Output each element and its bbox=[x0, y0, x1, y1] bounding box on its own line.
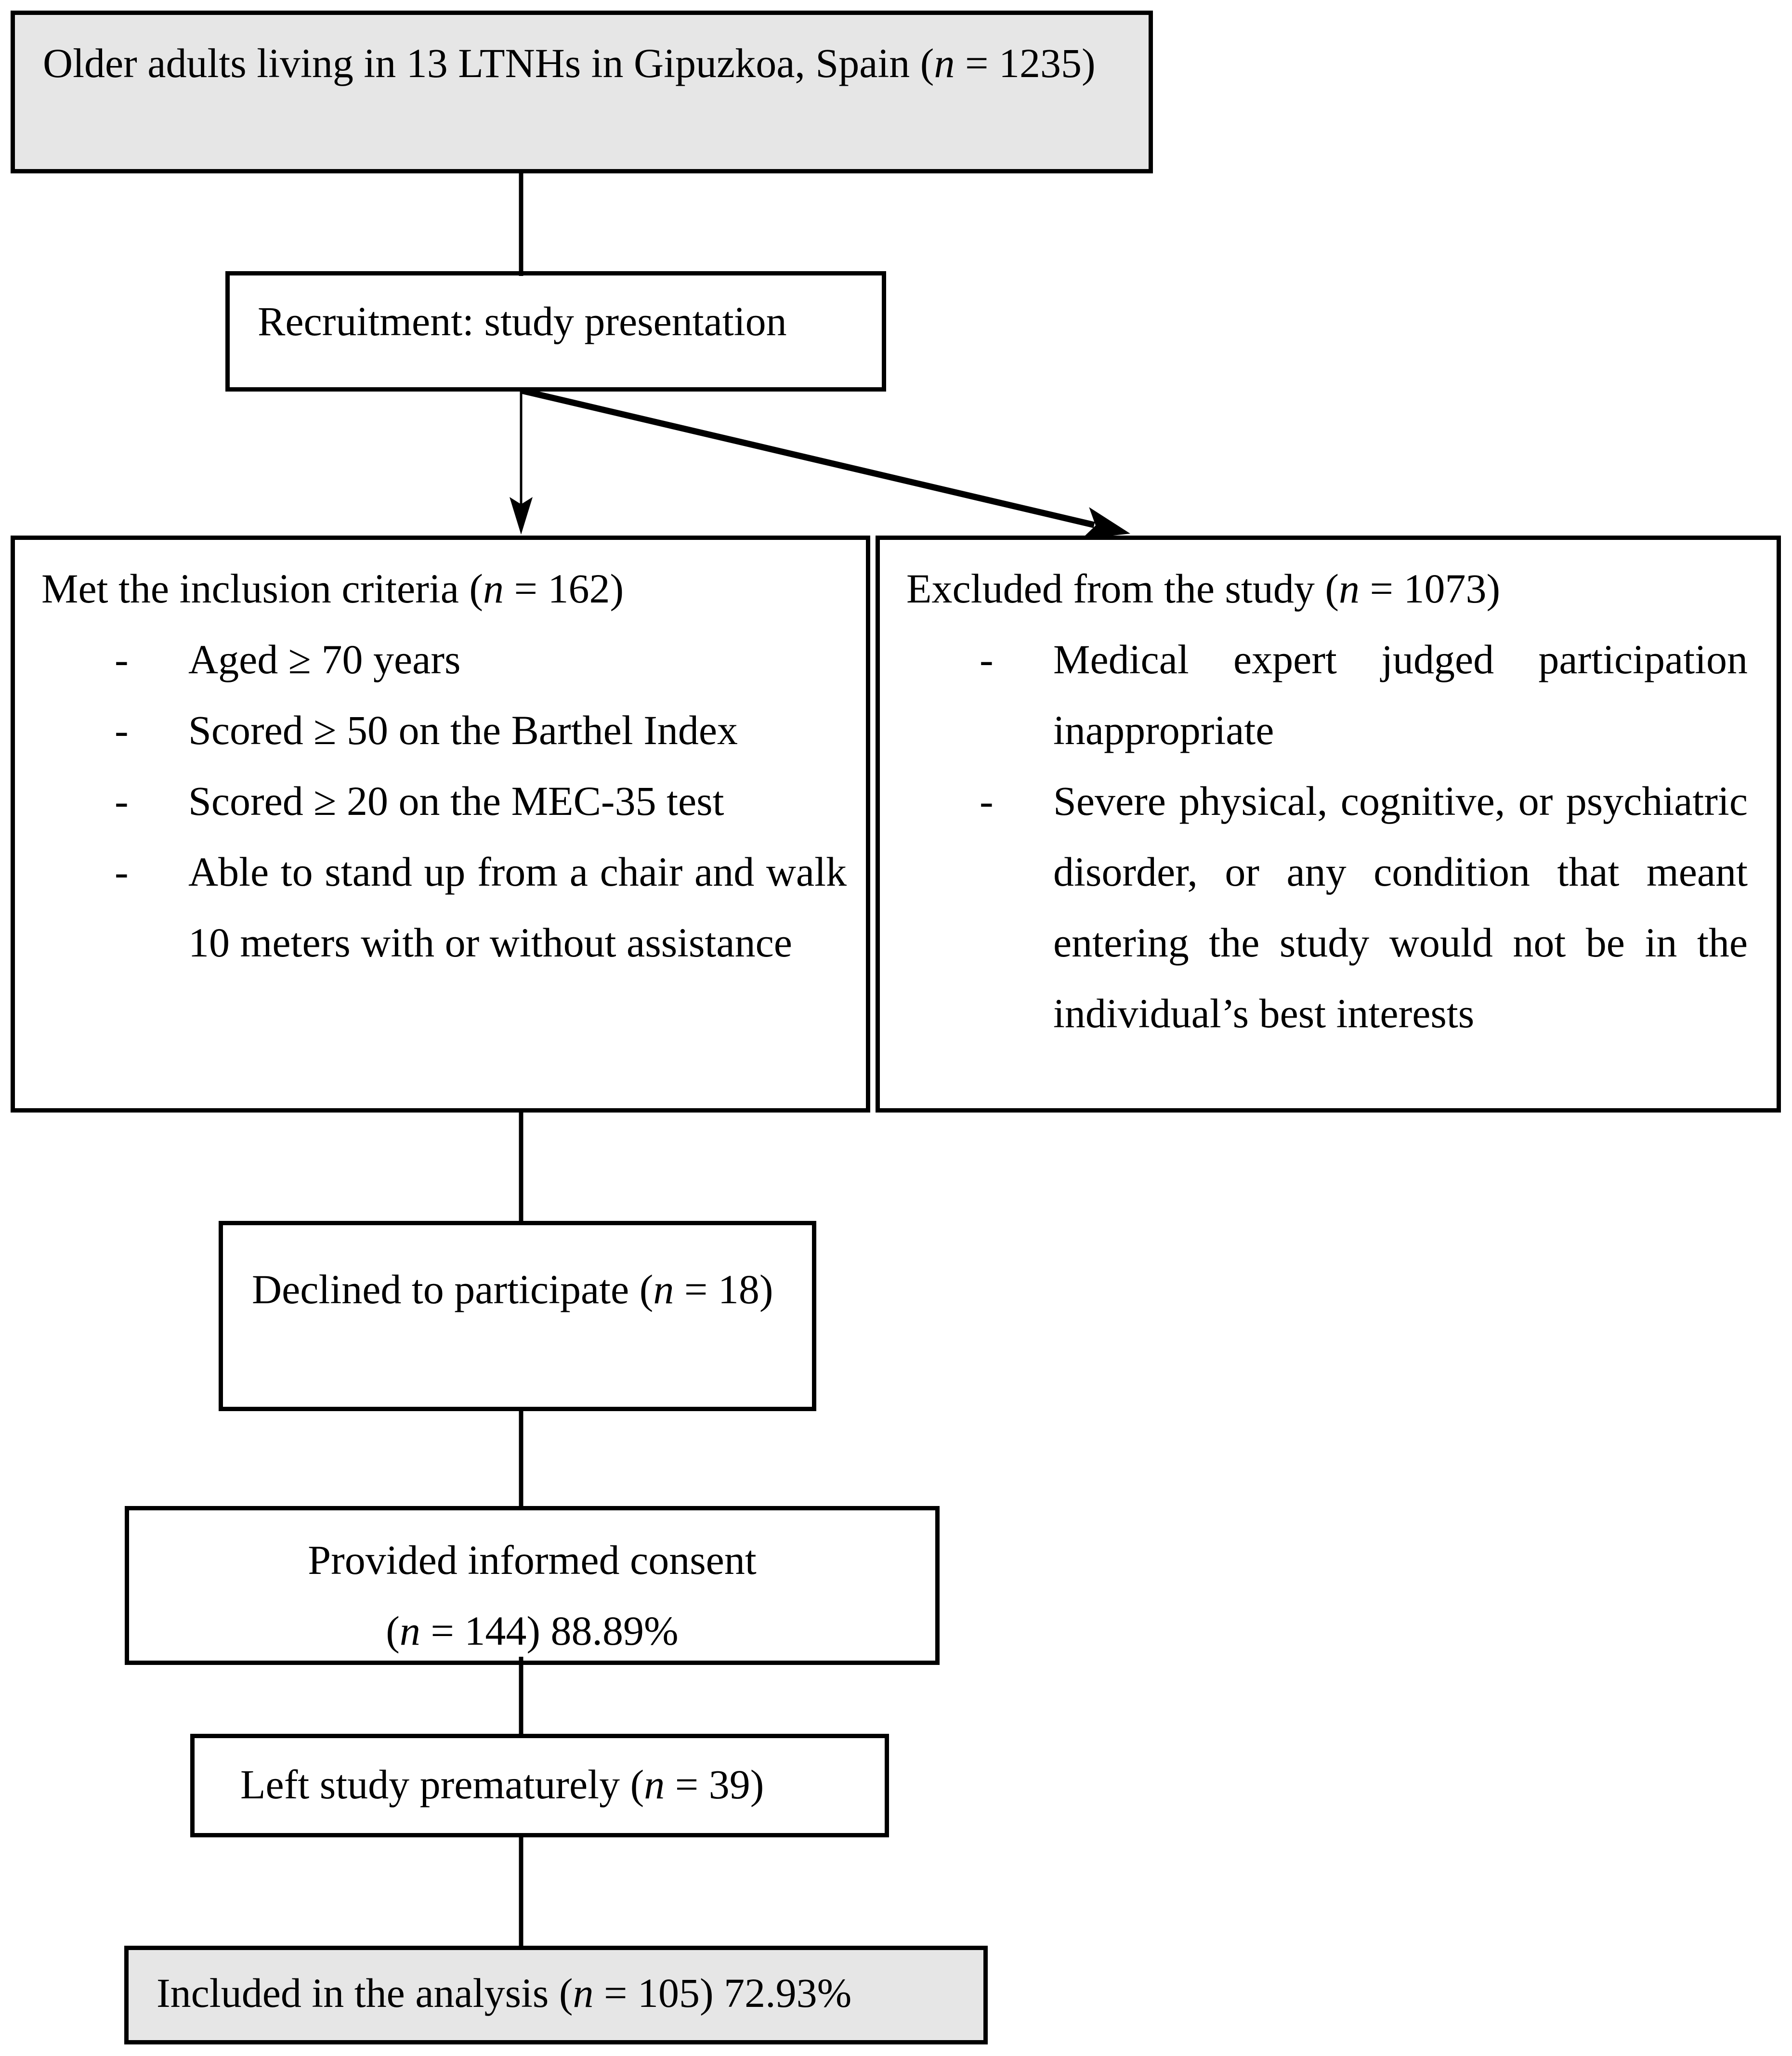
left-prematurely-label: Left study prematurely (n = 39) bbox=[240, 1761, 764, 1807]
declined-label: Declined to participate (n = 18) bbox=[252, 1266, 773, 1312]
consent-label-line2: (n = 144) 88.89% bbox=[386, 1608, 679, 1654]
excluded-item-medical-line1: -Medical expert judged participation bbox=[980, 624, 1748, 695]
n-variable: n bbox=[399, 1608, 420, 1654]
n-variable: n bbox=[644, 1761, 665, 1807]
consent-label-line1: Provided informed consent bbox=[308, 1537, 757, 1583]
arrow-recruitment-to-inclusion-head bbox=[510, 497, 533, 535]
bullet-dash: - bbox=[980, 778, 994, 824]
recruitment-label: Recruitment: study presentation bbox=[258, 298, 787, 344]
analysis-label: Included in the analysis (n = 105) 72.93… bbox=[157, 1970, 852, 2016]
analysis-box: Included in the analysis (n = 105) 72.93… bbox=[124, 1946, 988, 2044]
excluded-item-severe-line3: entering the study would not be in the bbox=[1053, 919, 1748, 966]
bullet-dash: - bbox=[115, 707, 129, 753]
excluded-item-severe-line4: individual’s best interests bbox=[1053, 990, 1475, 1036]
excluded-heading: Excluded from the study (n = 1073) bbox=[906, 565, 1501, 612]
inclusion-item-mobility-line1: -Able to stand up from a chair and walk bbox=[115, 837, 847, 907]
n-variable: n bbox=[483, 565, 504, 612]
inclusion-item-mec35: -Scored ≥ 20 on the MEC-35 test bbox=[115, 766, 847, 837]
bullet-dash: - bbox=[980, 636, 994, 682]
bullet-dash: - bbox=[115, 636, 129, 682]
excluded-item-severe-line1: -Severe physical, cognitive, or psychiat… bbox=[980, 766, 1748, 837]
n-variable: n bbox=[653, 1266, 674, 1312]
inclusion-criteria-box: Met the inclusion criteria (n = 162) -Ag… bbox=[11, 536, 870, 1113]
inclusion-heading: Met the inclusion criteria (n = 162) bbox=[41, 565, 624, 612]
population-box: Older adults living in 13 LTNHs in Gipuz… bbox=[11, 11, 1153, 173]
inclusion-item-barthel: -Scored ≥ 50 on the Barthel Index bbox=[115, 695, 847, 766]
arrow-recruitment-to-excluded-shaft bbox=[521, 387, 1095, 528]
population-label: Older adults living in 13 LTNHs in Gipuz… bbox=[43, 40, 1096, 86]
excluded-item-medical-line2: inappropriate bbox=[1053, 707, 1274, 753]
inclusion-item-mobility-line2: 10 meters with or without assistance bbox=[188, 919, 792, 966]
declined-box: Declined to participate (n = 18) bbox=[219, 1221, 816, 1411]
left-prematurely-box: Left study prematurely (n = 39) bbox=[190, 1734, 889, 1837]
n-variable: n bbox=[1339, 565, 1360, 612]
recruitment-box: Recruitment: study presentation bbox=[225, 271, 886, 392]
bullet-dash: - bbox=[115, 778, 129, 824]
consent-box: Provided informed consent (n = 144) 88.8… bbox=[125, 1506, 940, 1665]
n-variable: n bbox=[573, 1970, 594, 2016]
n-variable: n bbox=[934, 40, 955, 86]
excluded-item-severe-line2: disorder, or any condition that meant bbox=[1053, 849, 1748, 895]
bullet-dash: - bbox=[115, 849, 129, 895]
excluded-box: Excluded from the study (n = 1073) -Medi… bbox=[876, 536, 1781, 1113]
inclusion-item-age: -Aged ≥ 70 years bbox=[115, 624, 847, 695]
